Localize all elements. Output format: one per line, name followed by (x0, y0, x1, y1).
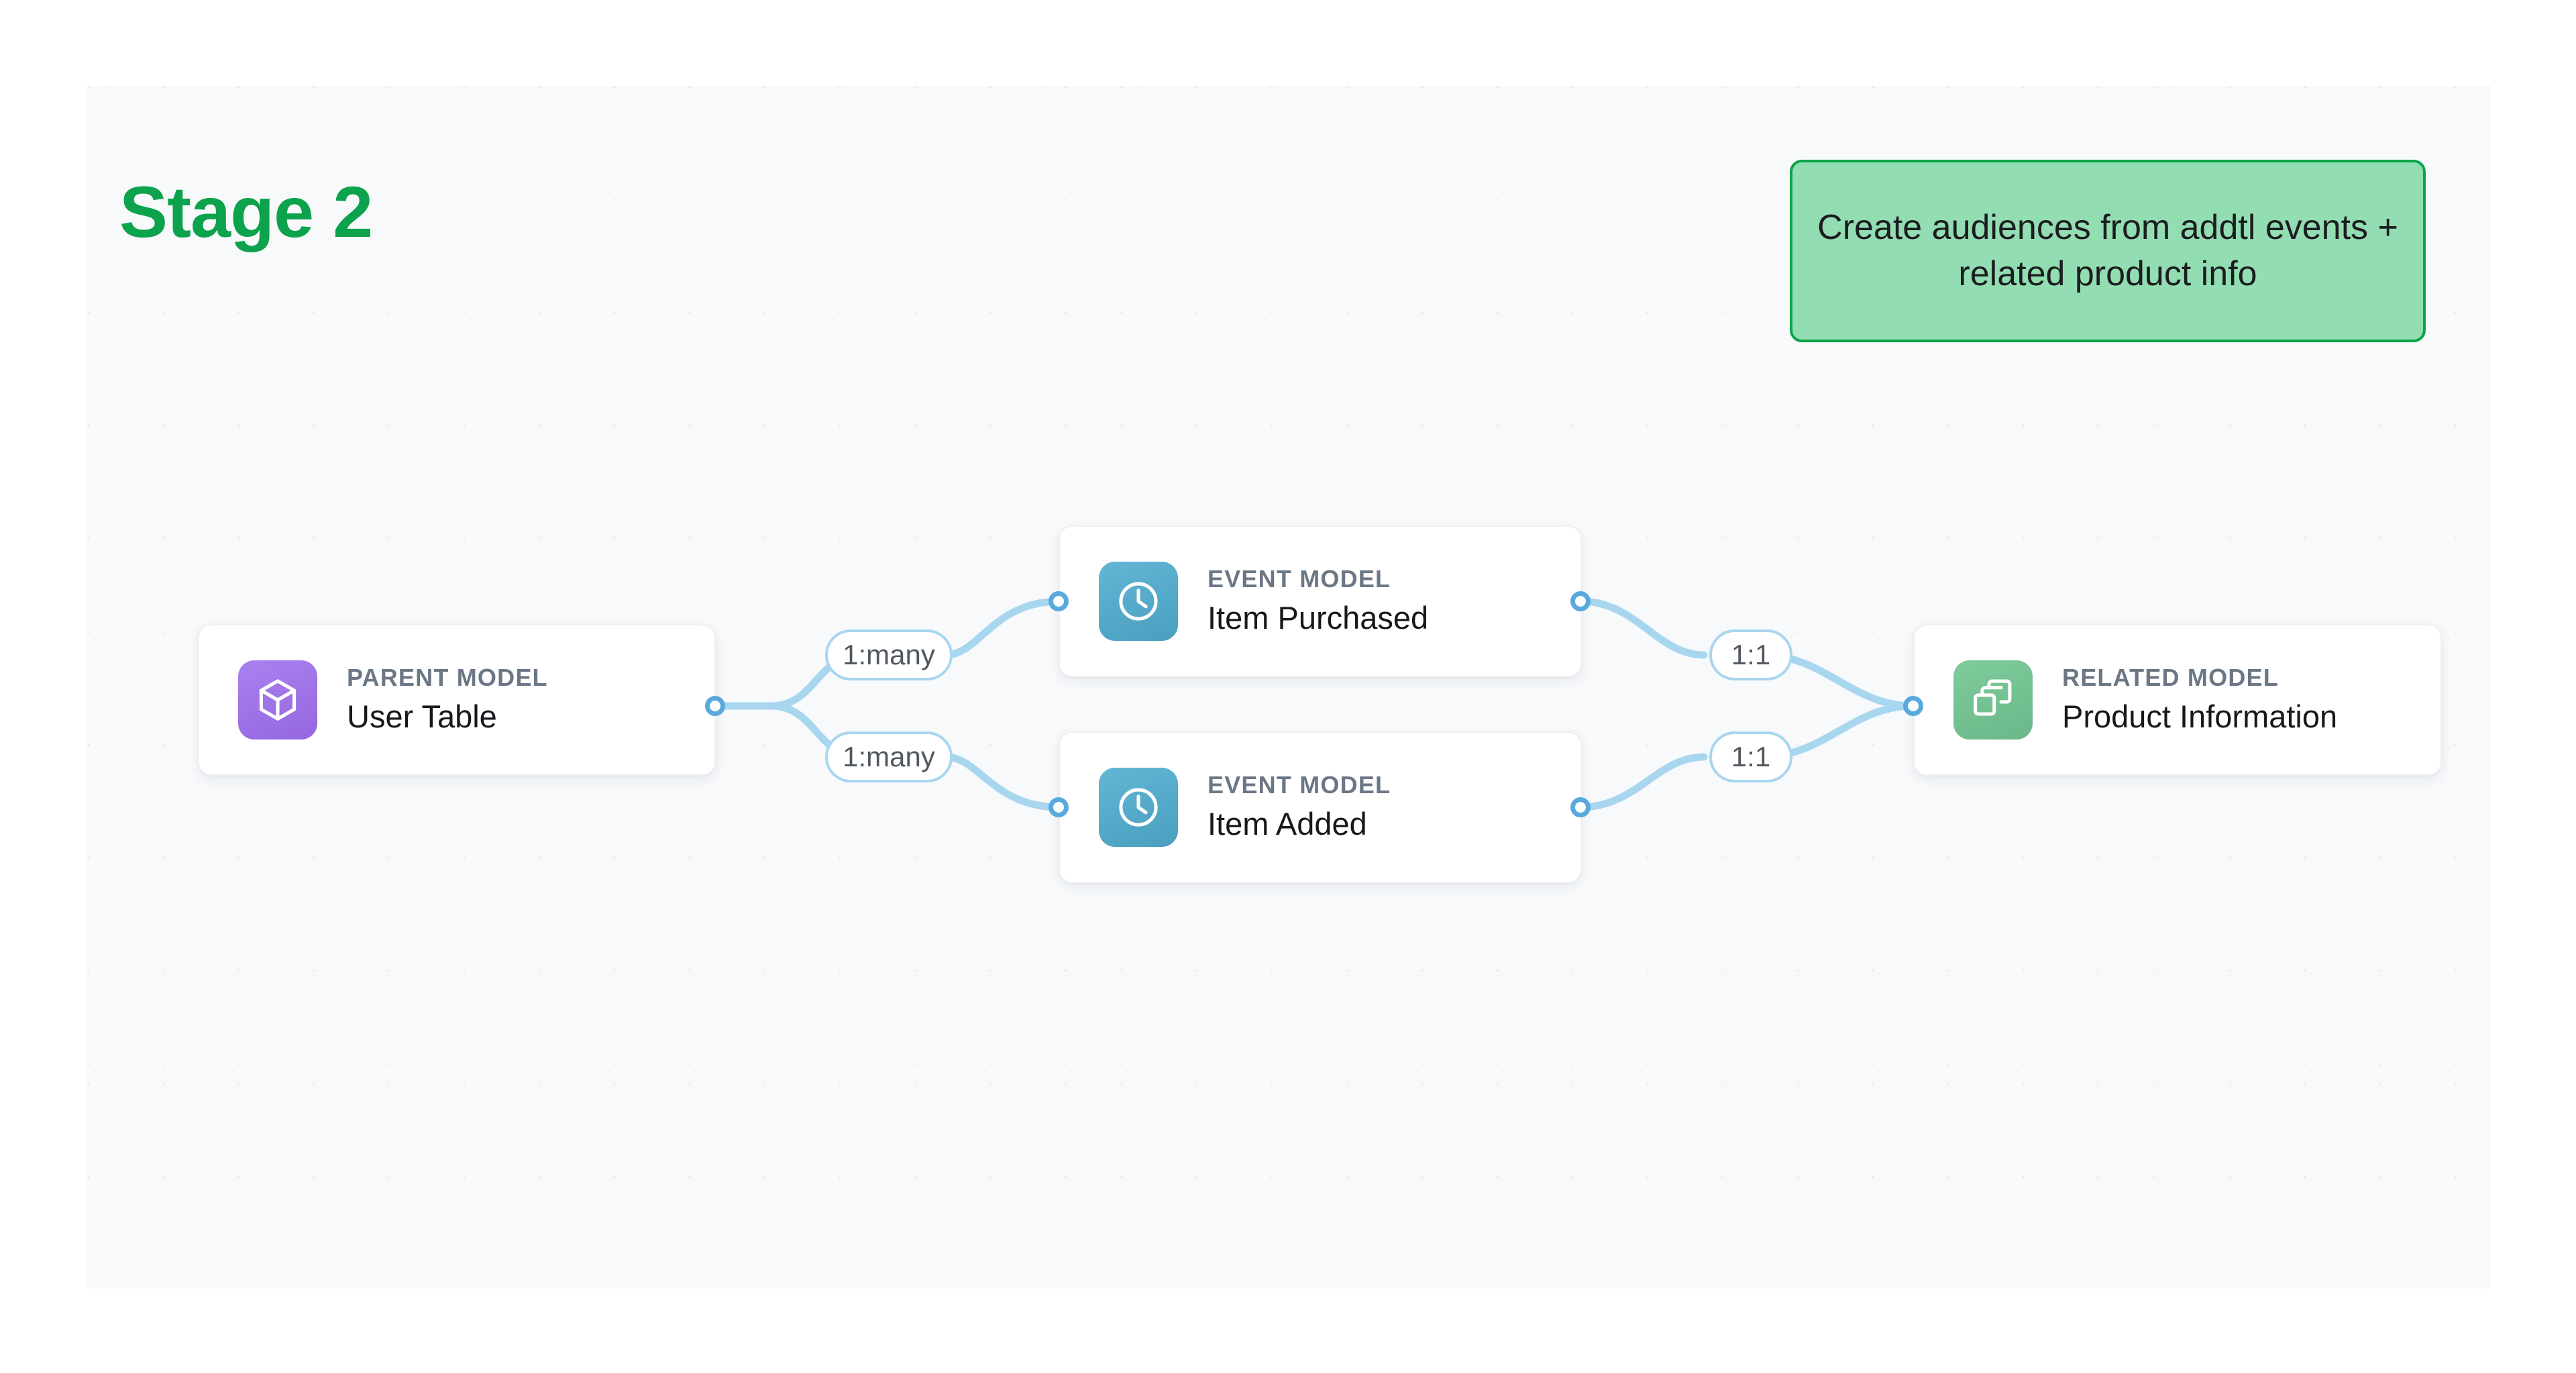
edge-label-text: 1:1 (1731, 741, 1771, 772)
clock-icon (1099, 768, 1178, 847)
node-title: Item Added (1208, 806, 1367, 842)
cube-icon (238, 660, 317, 740)
edge-label-text: 1:many (843, 639, 935, 670)
node-event-item-added[interactable]: EVENT MODEL Item Added (1059, 731, 1582, 883)
edge-label-added-to-related[interactable]: 1:1 (1709, 731, 1792, 782)
handle-related-target[interactable] (1903, 696, 1923, 716)
layers-icon (1953, 660, 2033, 740)
node-event-purchased-text: EVENT MODEL Item Purchased (1208, 564, 1428, 638)
callout-box: Create audiences from addtl events + rel… (1790, 160, 2426, 342)
handle-event-purchased-target[interactable] (1049, 591, 1069, 611)
node-event-added-text: EVENT MODEL Item Added (1208, 770, 1391, 844)
node-related-model[interactable]: RELATED MODEL Product Information (1913, 624, 2442, 776)
node-title: Product Information (2062, 699, 2338, 735)
node-related-text: RELATED MODEL Product Information (2062, 663, 2337, 737)
edge-label-purchased-to-related[interactable]: 1:1 (1709, 629, 1792, 680)
handle-event-purchased-source[interactable] (1570, 591, 1591, 611)
clock-icon (1099, 562, 1178, 641)
node-parent-model[interactable]: PARENT MODEL User Table (198, 624, 716, 776)
handle-event-added-target[interactable] (1049, 797, 1069, 817)
page-title: Stage 2 (119, 171, 373, 252)
node-kicker: EVENT MODEL (1208, 771, 1391, 799)
callout-text: Create audiences from addtl events + rel… (1817, 208, 2398, 293)
node-title: Item Purchased (1208, 600, 1429, 636)
node-title: User Table (347, 699, 497, 735)
node-event-item-purchased[interactable]: EVENT MODEL Item Purchased (1059, 525, 1582, 677)
edge-label-parent-to-purchased[interactable]: 1:many (825, 629, 953, 680)
node-kicker: RELATED MODEL (2062, 664, 2279, 692)
node-kicker: EVENT MODEL (1208, 565, 1391, 593)
handle-event-added-source[interactable] (1570, 797, 1591, 817)
edge-label-text: 1:many (843, 741, 935, 772)
edge-label-parent-to-added[interactable]: 1:many (825, 731, 953, 782)
node-kicker: PARENT MODEL (347, 664, 548, 692)
handle-parent-source[interactable] (705, 696, 725, 716)
edge-label-text: 1:1 (1731, 639, 1771, 670)
node-parent-text: PARENT MODEL User Table (347, 663, 548, 737)
